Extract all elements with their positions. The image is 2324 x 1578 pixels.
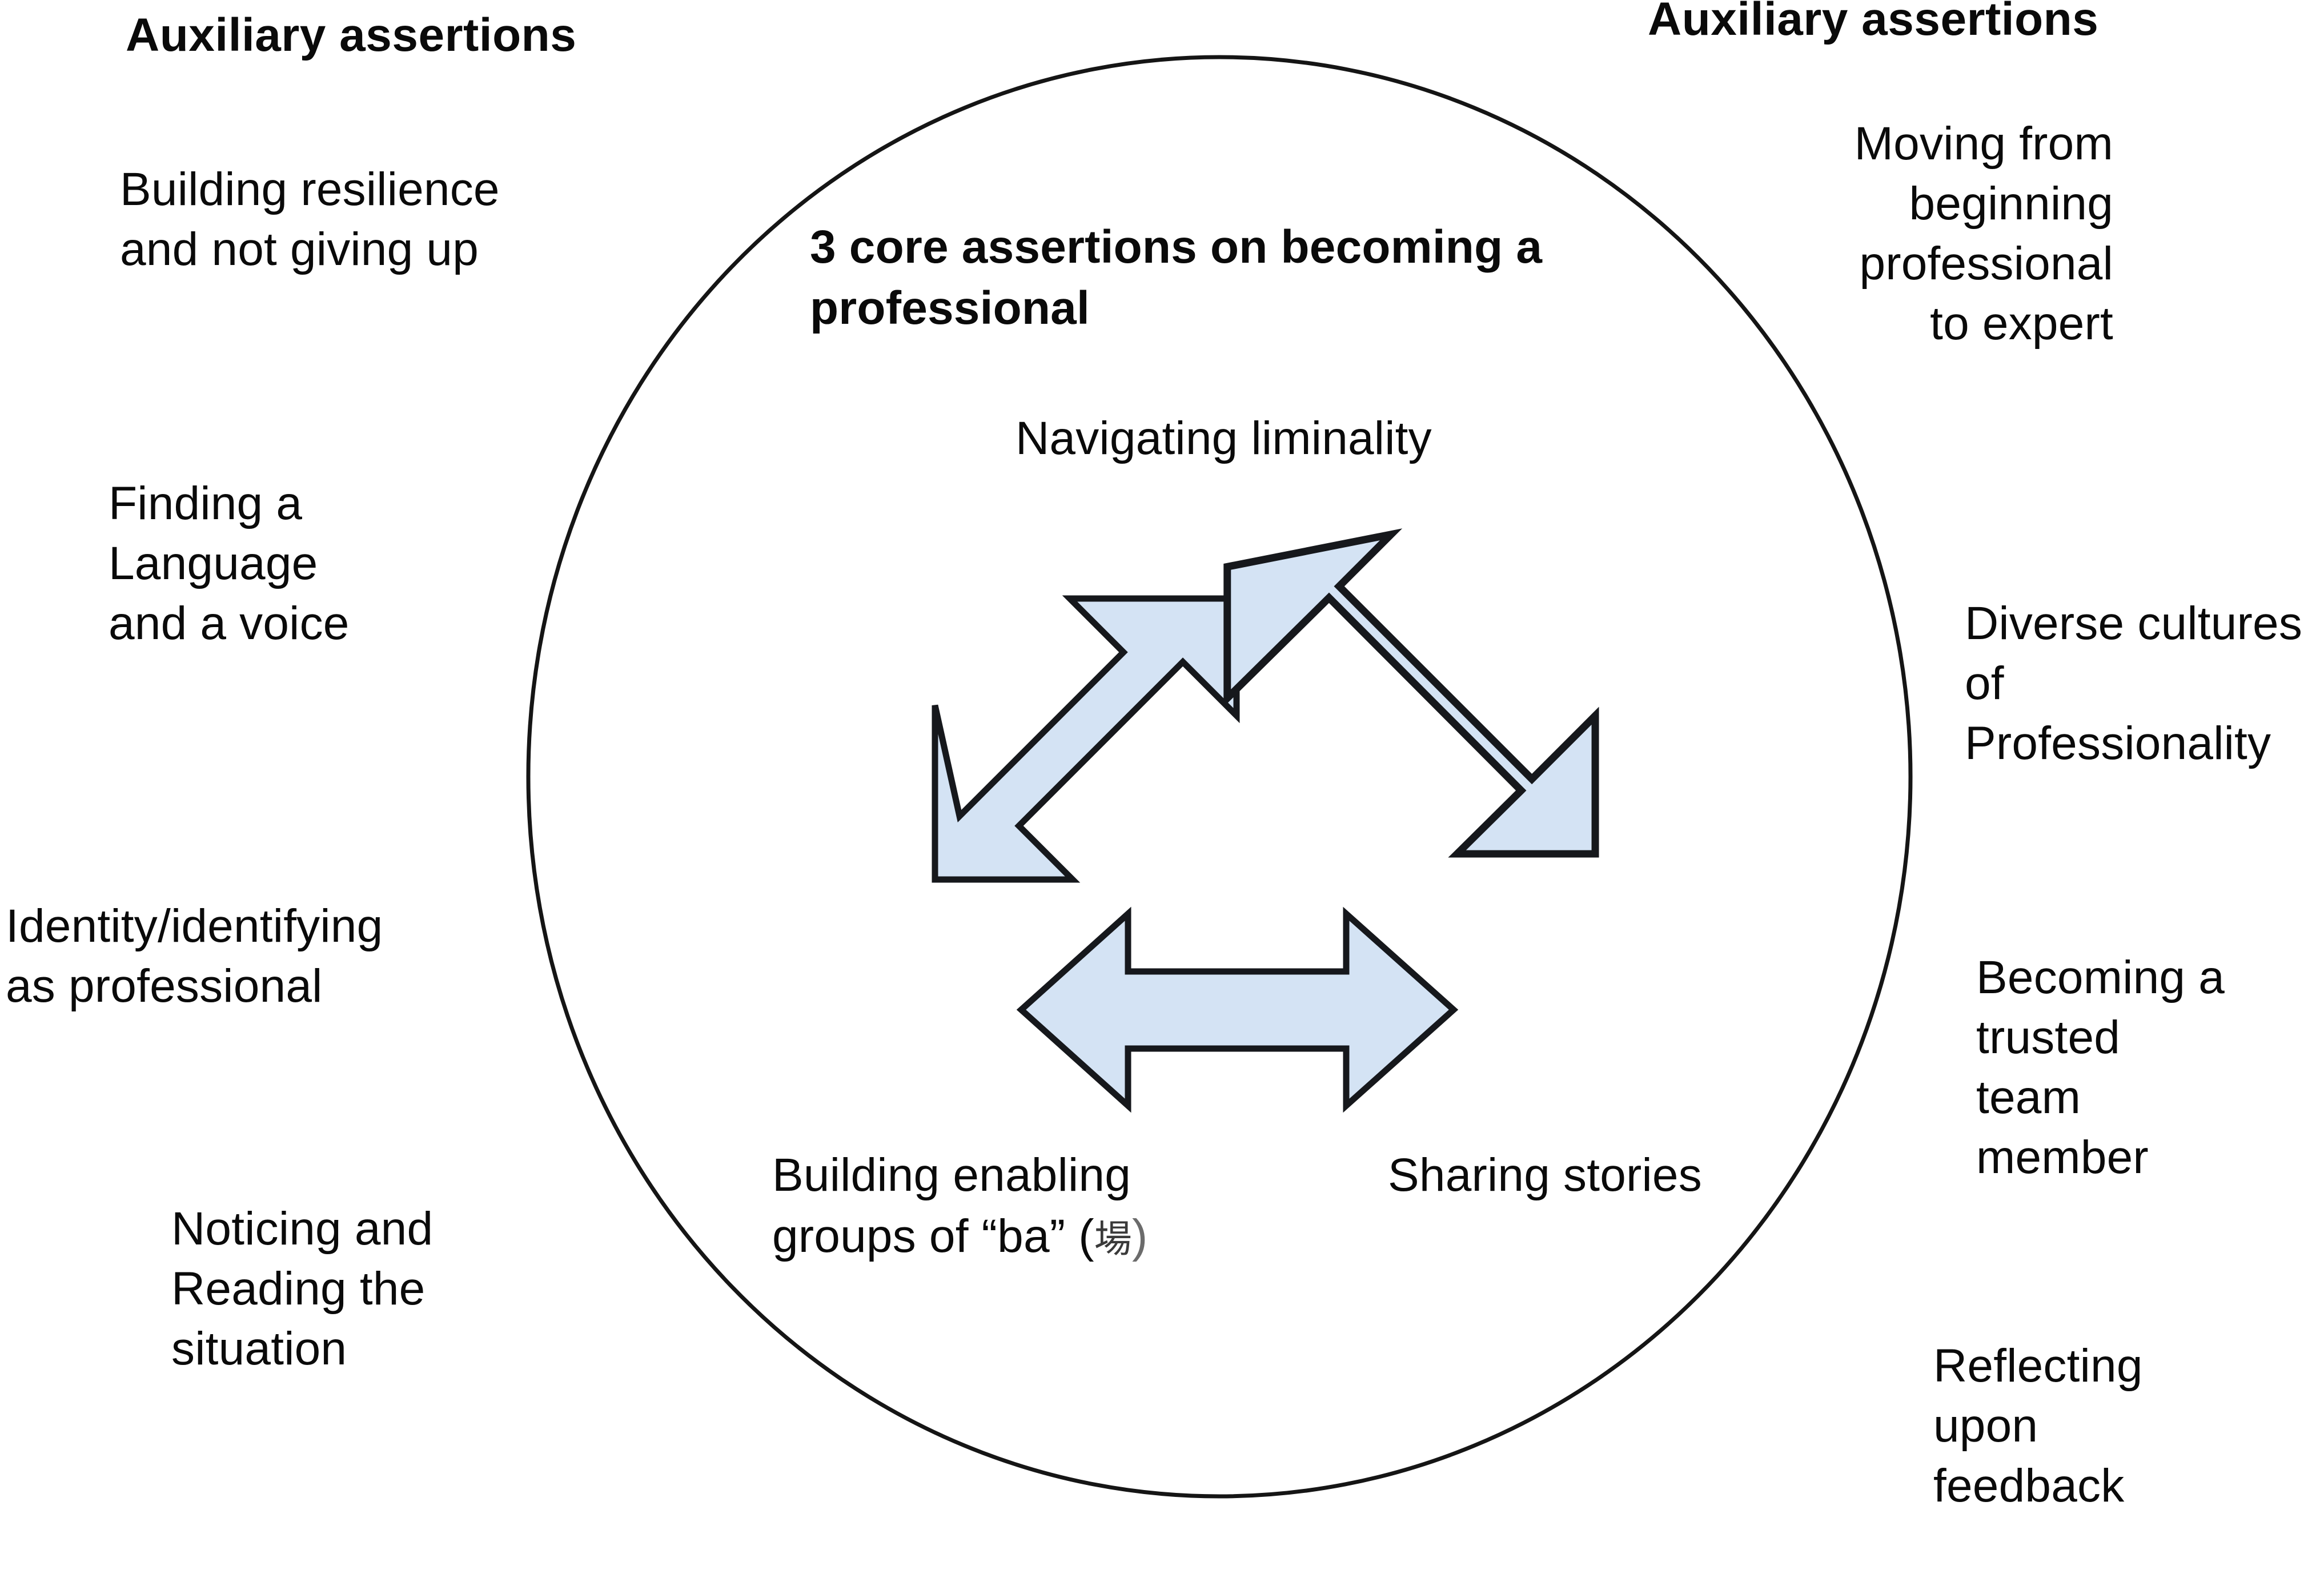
auxiliary-right-becoming-trusted-team-member: Becoming a trusted team member [1976,951,2225,1183]
core-assertions-title: 3 core assertions on becoming a professi… [810,221,1543,334]
heading-auxiliary-assertions-left: Auxiliary assertions [126,9,577,61]
arrow-horizontal-icon [1016,906,1459,1113]
heading-auxiliary-assertions-right: Auxiliary assertions [1648,0,2099,45]
auxiliary-left-building-resilience: Building resilience and not giving up [120,163,500,275]
core-assertion-building-enabling-groups: Building enabling groups of “ba” (場) [772,1145,1400,1267]
auxiliary-left-identity-identifying: Identity/identifying as professional [6,900,383,1012]
ba-label-text: Building enabling groups of “ba” ( [772,1149,1131,1262]
core-assertion-navigating-liminality: Navigating liminality [1016,412,1432,464]
auxiliary-right-reflecting-upon-feedback: Reflecting upon feedback [1933,1340,2143,1512]
ba-kanji-glyph: 場 [1094,1216,1132,1261]
arrow-nw-se-icon [1223,528,1599,858]
auxiliary-left-finding-a-language: Finding a Language and a voice [109,477,350,649]
auxiliary-right-diverse-cultures: Diverse cultures of Professionality [1965,597,2303,769]
auxiliary-right-moving-from-beginning: Moving from beginning professional to ex… [1854,118,2113,350]
auxiliary-left-noticing-and-reading: Noticing and Reading the situation [171,1203,434,1375]
ba-close-paren: ) [1132,1210,1148,1262]
arrow-ne-sw-icon [932,595,1240,883]
core-assertion-sharing-stories: Sharing stories [1388,1149,1702,1201]
